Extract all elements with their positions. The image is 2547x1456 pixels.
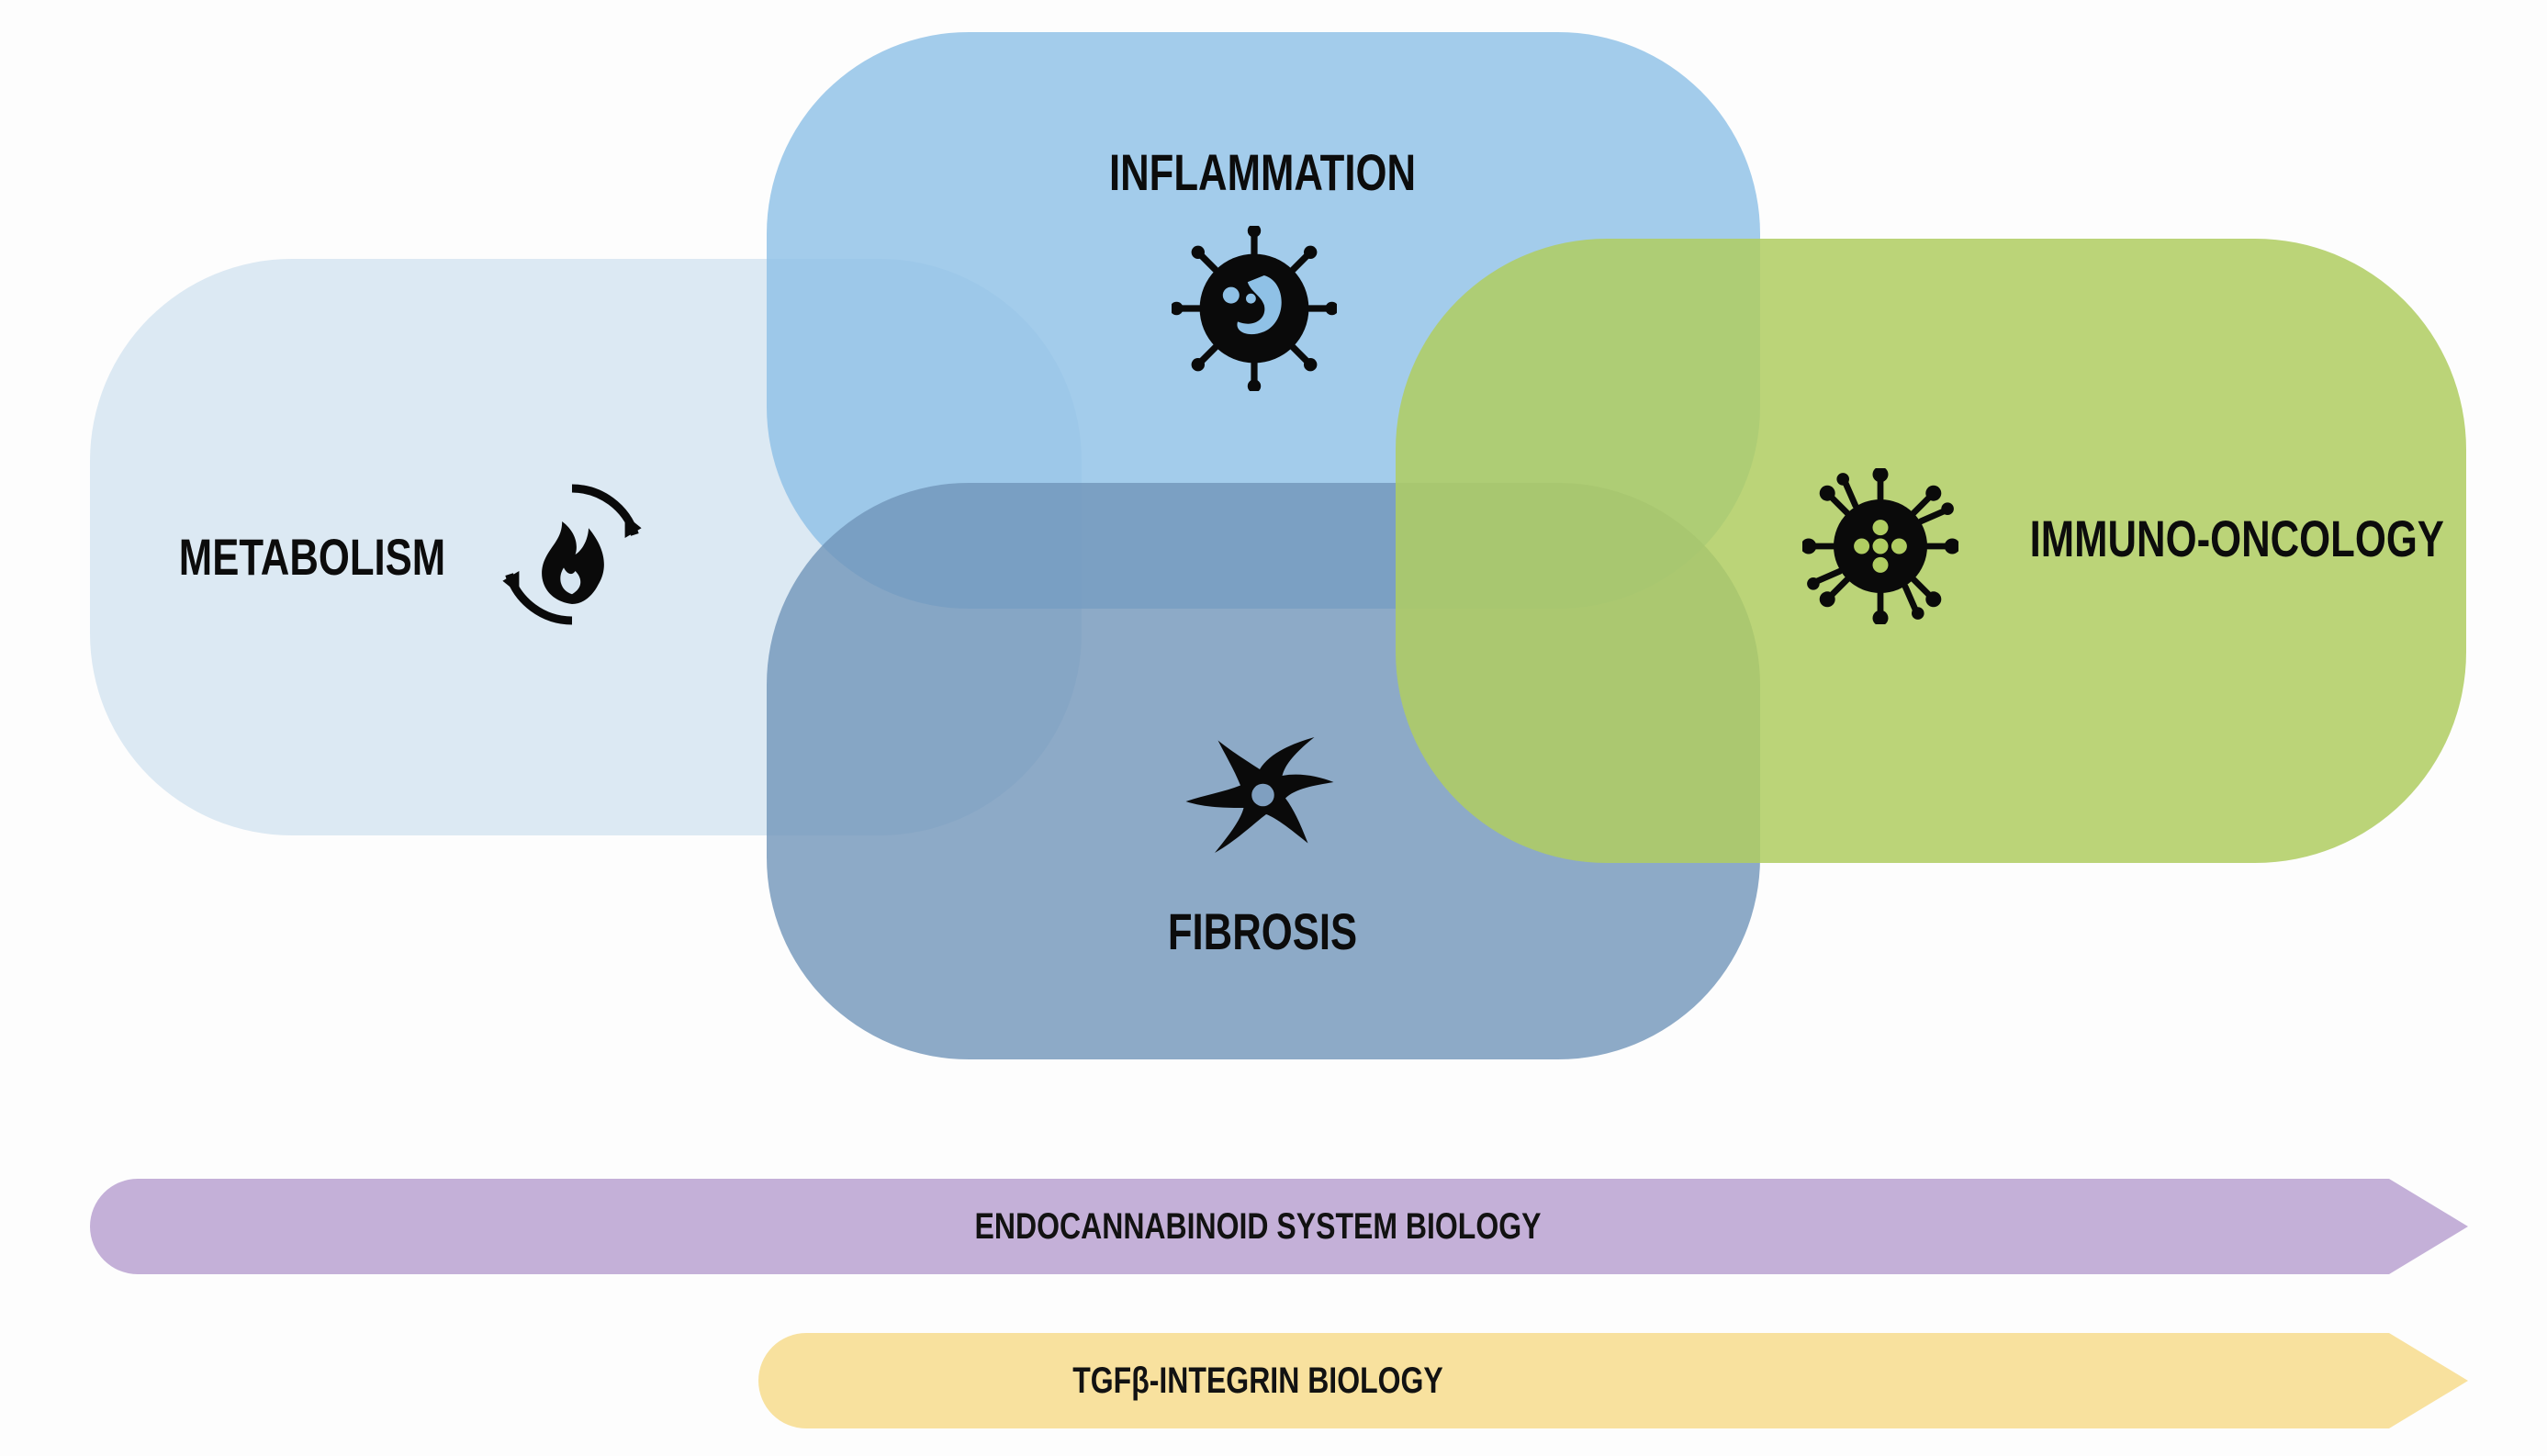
inflammation-label: INFLAMMATION xyxy=(1108,143,1416,201)
inflammation-cell-icon xyxy=(1172,226,1337,391)
metabolism-cycle-flame-icon xyxy=(502,484,642,625)
tgfb-integrin-arrow-label: TGFβ-INTEGRIN BIOLOGY xyxy=(1072,1361,1443,1401)
tgfb-integrin-arrow xyxy=(758,1333,2468,1428)
immuno-oncology-box xyxy=(1396,239,2466,863)
endocannabinoid-arrow xyxy=(90,1179,2468,1274)
fibrosis-label: FIBROSIS xyxy=(1167,902,1358,960)
endocannabinoid-arrow-label: ENDOCANNABINOID SYSTEM BIOLOGY xyxy=(974,1206,1542,1247)
metabolism-label: METABOLISM xyxy=(178,528,446,586)
immuno-oncology-label: IMMUNO-ONCOLOGY xyxy=(2029,510,2444,567)
fibrosis-cell-icon xyxy=(1185,737,1334,853)
virus-icon xyxy=(1802,468,1958,624)
